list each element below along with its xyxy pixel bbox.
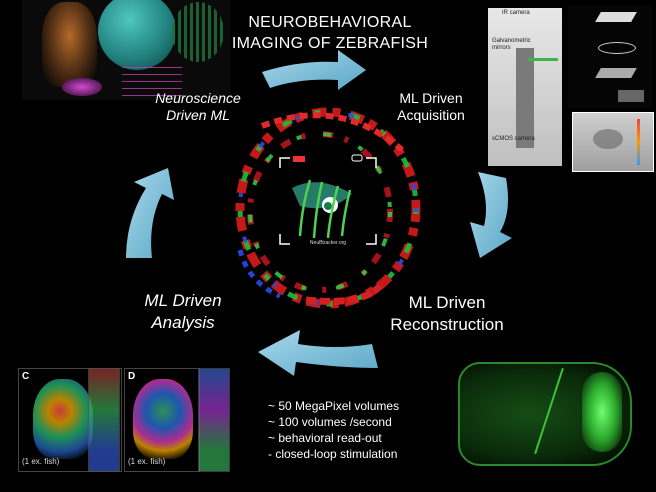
magenta-neurons-image	[62, 78, 102, 96]
spec-item: - closed-loop stimulation	[268, 447, 398, 461]
stage-reconstruction-line-2: Reconstruction	[390, 315, 504, 334]
hardware-label-ir: IR camera	[502, 10, 530, 16]
tracking-frame	[279, 154, 377, 245]
microscope-hardware-image: IR camera Galvanometric mirrors sCMOS ca…	[488, 8, 562, 166]
arrow-right	[470, 172, 512, 258]
panel-d-letter: D	[128, 371, 136, 382]
analysis-panel-c-side	[88, 368, 120, 472]
stage-acquisition-line-2: Acquisition	[397, 107, 465, 123]
spec-item: ~ 50 MegaPixel volumes	[268, 399, 400, 413]
hardware-label-scmos: sCMOS camera	[492, 136, 535, 142]
fish-silhouette	[593, 129, 623, 149]
stage-ml-driven-reconstruction: ML Driven Reconstruction	[372, 292, 522, 336]
stage-ml-driven-acquisition: ML Driven Acquisition	[376, 90, 486, 124]
stage-acquisition-line-1: ML Driven	[399, 90, 463, 106]
zebrafish-logo	[292, 179, 352, 239]
light-sheet-schematic	[568, 6, 652, 108]
hardware-label-galvo: Galvanometric mirrors	[492, 38, 531, 51]
specs-list: ~ 50 MegaPixel volumes ~ 100 volumes /se…	[268, 398, 399, 462]
brain-map-image	[42, 2, 97, 87]
stage-analysis-line-1: ML Driven	[144, 291, 222, 310]
stage-neuroscience-line-2: Driven ML	[166, 107, 230, 123]
stage-analysis-line-2: Analysis	[151, 313, 215, 332]
stage-ml-driven-analysis: ML Driven Analysis	[118, 290, 248, 334]
panel-d-brain-map	[133, 379, 193, 459]
neuron-track-ring	[235, 107, 421, 309]
arrow-top	[262, 50, 366, 90]
title-line-2: IMAGING OF ZEBRAFISH	[231, 35, 429, 52]
sheet-layer-2	[598, 42, 636, 54]
panel-d-caption: (1 ex. fish)	[128, 457, 166, 466]
stage-neuroscience-driven-ml: Neuroscience Driven ML	[138, 90, 258, 124]
arrow-left	[126, 168, 174, 258]
stage-reconstruction-line-1: ML Driven	[408, 293, 486, 312]
panel-c-brain-map	[33, 379, 93, 459]
slide-title: NEUROBEHAVIORAL IMAGING OF ZEBRAFISH	[220, 12, 440, 54]
neuroscience-figure-montage	[22, 0, 230, 100]
network-sphere-image	[98, 0, 176, 70]
laser-path	[528, 58, 558, 61]
arrow-bottom	[258, 330, 378, 376]
fish-photo-image	[572, 112, 654, 172]
fluorescence-brain-image	[452, 356, 636, 472]
spec-item: ~ 100 volumes /second	[268, 415, 392, 429]
spec-item: ~ behavioral read-out	[268, 431, 382, 445]
sheet-layer-4	[618, 90, 644, 102]
signal-traces-image	[122, 66, 182, 96]
fish-color-scale	[637, 119, 640, 165]
analysis-panel-d-side	[198, 368, 230, 472]
optical-column	[516, 48, 534, 148]
connectivity-matrix-image	[172, 2, 224, 62]
center-logo-text: NeuBtracker.org	[309, 240, 347, 246]
panel-c-letter: C	[22, 371, 30, 382]
stage-neuroscience-line-1: Neuroscience	[155, 90, 241, 106]
brain-bright-region	[582, 372, 622, 452]
title-line-1: NEUROBEHAVIORAL	[248, 14, 412, 31]
analysis-panel-d: D (1 ex. fish)	[124, 368, 200, 472]
panel-c-caption: (1 ex. fish)	[22, 457, 60, 466]
